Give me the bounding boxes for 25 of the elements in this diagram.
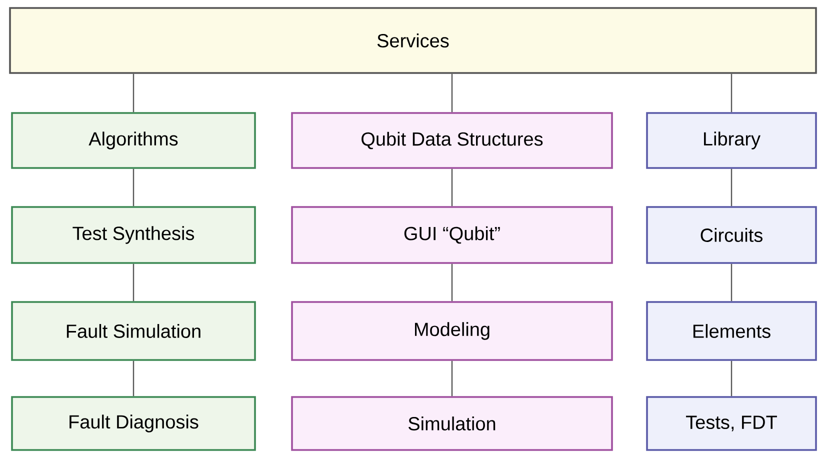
connector-line xyxy=(132,264,134,302)
connector-line xyxy=(730,360,732,396)
connector-line xyxy=(730,74,732,112)
connector-line xyxy=(132,74,134,112)
connector-line xyxy=(451,168,453,206)
header-box: Services xyxy=(9,7,817,74)
module-box: Fault Diagnosis xyxy=(11,396,256,451)
module-box: Circuits xyxy=(646,206,817,264)
module-box: Qubit Data Structures xyxy=(291,112,613,169)
module-box: Tests, FDT xyxy=(646,396,817,451)
module-box: Simulation xyxy=(291,396,613,451)
module-box: GUI “Qubit” xyxy=(291,206,613,264)
connector-line xyxy=(451,74,453,112)
connector-line xyxy=(451,264,453,302)
module-box: Elements xyxy=(646,301,817,361)
module-box: Library xyxy=(646,112,817,169)
module-box: Algorithms xyxy=(11,112,256,169)
connector-line xyxy=(730,168,732,206)
connector-line xyxy=(132,360,134,396)
connector-line xyxy=(730,264,732,302)
module-box: Fault Simulation xyxy=(11,301,256,361)
connector-line xyxy=(451,360,453,396)
connector-line xyxy=(132,168,134,206)
module-box: Test Synthesis xyxy=(11,206,256,264)
module-box: Modeling xyxy=(291,301,613,361)
